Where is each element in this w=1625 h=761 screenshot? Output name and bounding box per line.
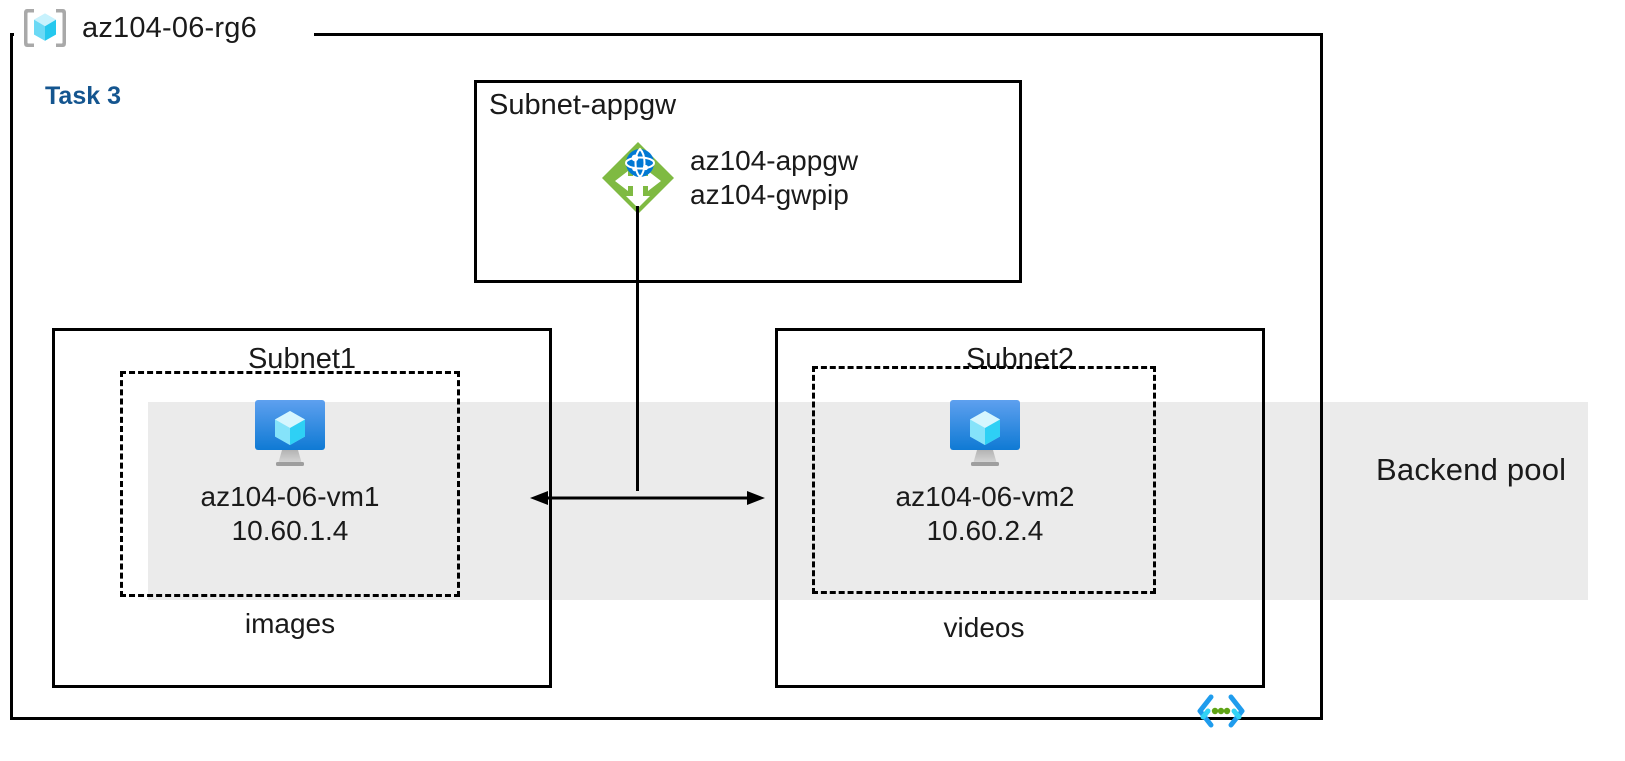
code-brackets-icon: [1195, 693, 1247, 729]
resource-group-header: az104-06-rg6: [22, 6, 257, 50]
task-label: Task 3: [45, 82, 121, 110]
resource-group-name: az104-06-rg6: [82, 11, 257, 44]
subnet1-box: Subnet1: [52, 328, 552, 688]
subnet2-vm-node: az104-06-vm2 10.60.2.4: [855, 398, 1115, 548]
application-gateway-icon: [598, 138, 678, 218]
subnet1-vm-node: az104-06-vm1 10.60.1.4: [160, 398, 420, 548]
backend-pool-band: [148, 402, 1588, 600]
subnet2-title: Subnet2: [965, 343, 1075, 375]
subnet2-box: Subnet2: [775, 328, 1265, 688]
subnet2-storage-label: videos: [943, 612, 1025, 643]
appgw-resource-name: az104-appgw: [690, 144, 859, 176]
subnet-to-subnet-arrow: [530, 488, 765, 508]
subnet-appgw-box: Subnet-appgw: [474, 80, 1022, 283]
subnet2-vm-name: az104-06-vm2: [895, 481, 1075, 512]
virtual-machine-icon: [252, 398, 328, 468]
subnet2-vm-ip: 10.60.2.4: [926, 515, 1044, 547]
subnet1-vm-ip: 10.60.1.4: [231, 515, 349, 547]
resource-group-frame: [10, 33, 1323, 720]
azure-resource-group-icon: [22, 6, 68, 50]
subnet2-vm-dashed-container: [812, 366, 1156, 594]
subnet1-title: Subnet1: [247, 343, 357, 375]
appgw-public-ip-name: az104-gwpip: [690, 179, 849, 210]
subnet1-storage-label: images: [244, 608, 336, 639]
virtual-machine-icon: [947, 398, 1023, 468]
subnet-appgw-title: Subnet-appgw: [489, 89, 677, 121]
application-gateway-node: az104-appgw az104-gwpip: [598, 138, 858, 218]
backend-pool-label: Backend pool: [1376, 452, 1567, 487]
application-gateway-labels: az104-appgw az104-gwpip: [690, 144, 858, 212]
subnet1-vm-dashed-container: [120, 371, 460, 597]
appgw-vertical-connector: [636, 206, 639, 491]
subnet1-vm-name: az104-06-vm1: [200, 481, 380, 512]
